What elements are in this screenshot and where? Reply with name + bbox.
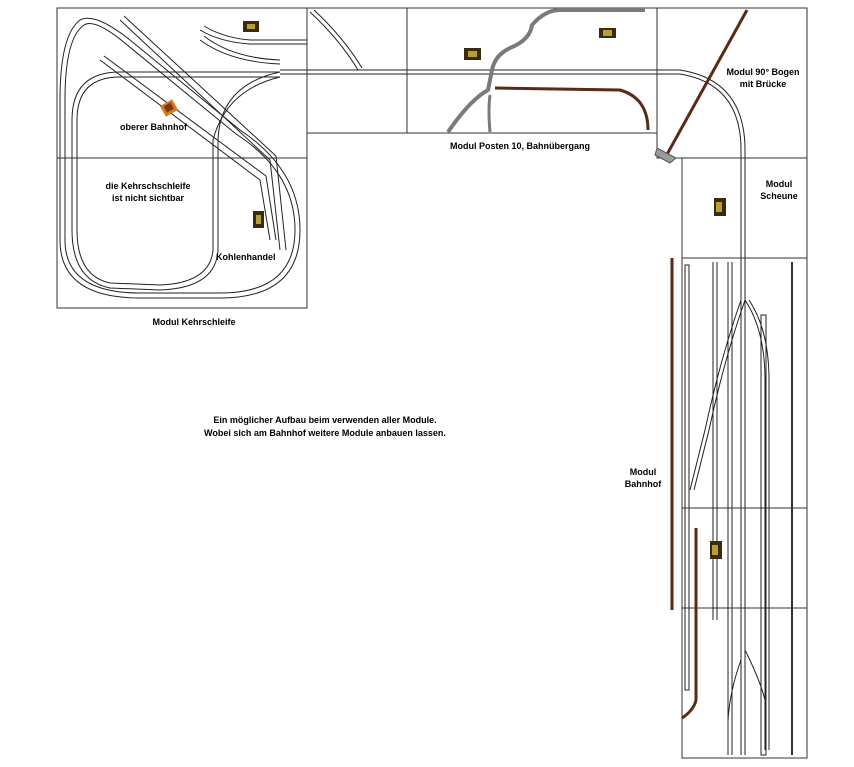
platform-right bbox=[760, 314, 767, 756]
label-scheune-line2: Scheune bbox=[760, 191, 798, 201]
track-diagonal-3 bbox=[99, 59, 271, 241]
label-module-kehrschleife: Modul Kehrschleife bbox=[152, 317, 236, 327]
house-icon bbox=[243, 21, 259, 32]
main-line-2 bbox=[280, 73, 742, 258]
bahnhof-siding-right-1 bbox=[744, 299, 766, 750]
label-kehrschleife-hidden-line1: die Kehrschschleife bbox=[105, 181, 191, 191]
label-scheune-line1: Modul bbox=[765, 179, 793, 189]
station-building-icon bbox=[159, 99, 179, 117]
label-bogen-line2: mit Brücke bbox=[739, 79, 787, 89]
label-bahnhof-line2: Bahnhof bbox=[624, 479, 662, 489]
siding-posten-1 bbox=[309, 11, 359, 71]
bahnhof-crossover-2 bbox=[693, 299, 746, 491]
label-oberer-bahnhof: oberer Bahnhof bbox=[120, 122, 188, 132]
bahnhof-lower-switch-2 bbox=[727, 659, 742, 721]
hidden-loop-outer bbox=[59, 17, 301, 299]
label-bahnhof-line1: Modul bbox=[629, 467, 657, 477]
platform-left bbox=[684, 264, 690, 691]
house-icon bbox=[464, 48, 481, 60]
siding-upper-2 bbox=[203, 25, 307, 41]
track-diagonal-1 bbox=[119, 19, 281, 251]
oval-track-inner bbox=[76, 76, 281, 286]
house-icon bbox=[253, 211, 264, 228]
bridge bbox=[654, 9, 749, 164]
siding-upper-4 bbox=[203, 35, 281, 61]
street bbox=[446, 8, 645, 134]
label-kehrschleife-hidden: die Kehrschschleife ist nicht sichtbar bbox=[88, 180, 208, 204]
bahnhof-walls bbox=[670, 258, 793, 755]
label-bogen-line1: Modul 90° Bogen bbox=[726, 67, 800, 77]
layout-note-line1: Ein möglicher Aufbau beim verwenden alle… bbox=[213, 415, 437, 425]
bahnhof-lower-switch-1 bbox=[744, 649, 766, 701]
bahnhof-tracks bbox=[684, 258, 770, 756]
bahnhof-siding-right-2 bbox=[748, 299, 770, 750]
wall-lower bbox=[681, 528, 698, 720]
retaining-wall bbox=[494, 86, 650, 131]
house-icon bbox=[599, 28, 616, 38]
house-icon bbox=[710, 541, 722, 559]
street-branch bbox=[487, 94, 492, 133]
siding-upper-1 bbox=[199, 29, 307, 45]
buildings bbox=[159, 21, 726, 559]
label-kohlenhandel: Kohlenhandel bbox=[216, 252, 276, 262]
kehrschleife-tracks bbox=[59, 15, 746, 299]
main-line-1 bbox=[280, 69, 746, 258]
track-diagonal-4 bbox=[103, 55, 277, 241]
bahnhof-crossover-1 bbox=[689, 299, 742, 491]
label-module-scheune: Modul Scheune bbox=[752, 178, 806, 202]
siding-posten-2 bbox=[313, 9, 363, 69]
track-diagonal-2 bbox=[123, 15, 287, 251]
siding-upper-3 bbox=[199, 39, 281, 65]
label-kehrschleife-hidden-line2: ist nicht sichtbar bbox=[111, 193, 184, 203]
bridge-abutment bbox=[654, 147, 677, 164]
hidden-loop-inner bbox=[64, 23, 296, 294]
label-module-bahnhof: Modul Bahnhof bbox=[616, 466, 670, 490]
label-module-posten10: Modul Posten 10, Bahnübergang bbox=[449, 141, 590, 151]
module-kehrschleife-lower bbox=[56, 157, 308, 309]
layout-note-line2: Wobei sich am Bahnhof weitere Module anb… bbox=[204, 428, 446, 438]
oval-track-outer bbox=[71, 71, 281, 291]
house-icon bbox=[714, 198, 726, 216]
bridge-wall bbox=[663, 9, 749, 159]
layout-note: Ein möglicher Aufbau beim verwenden alle… bbox=[180, 414, 470, 440]
label-module-bogen: Modul 90° Bogen mit Brücke bbox=[716, 66, 810, 90]
posten10-tracks bbox=[309, 8, 650, 134]
